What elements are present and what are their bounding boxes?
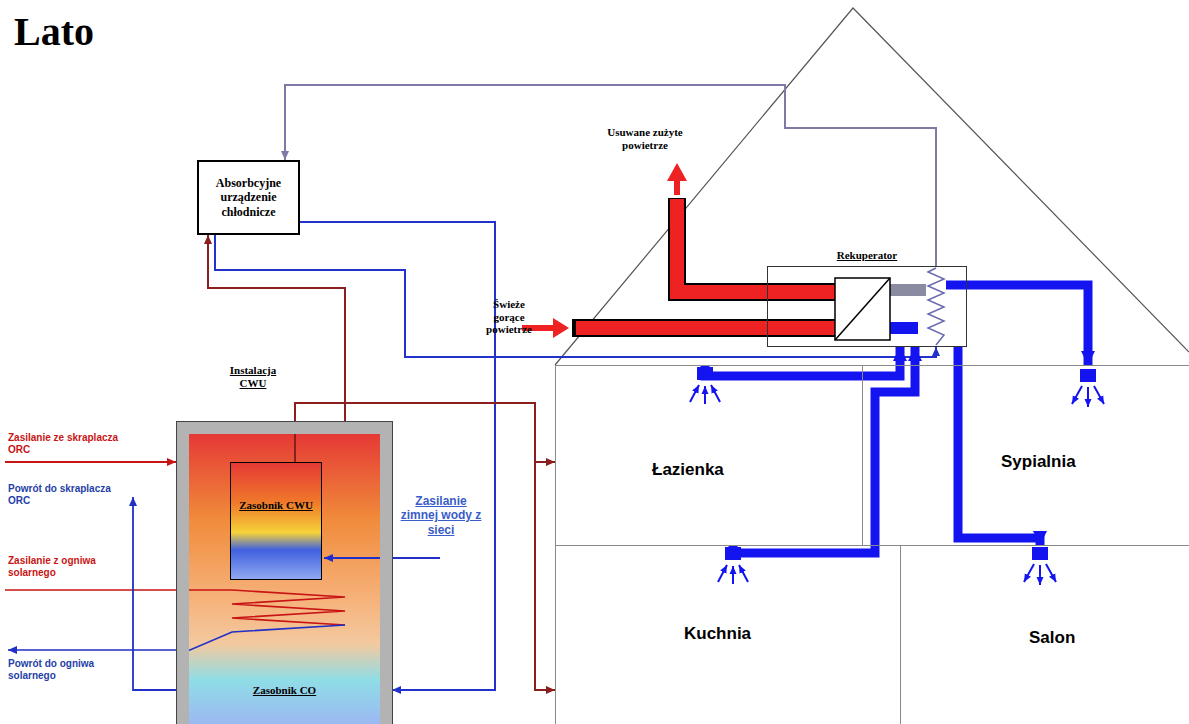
air-ducts-part [667, 163, 687, 181]
air-ducts [522, 163, 835, 338]
recuperator-label: Rekuperator [768, 249, 966, 261]
heating-pipe [208, 235, 345, 422]
hot-water-tank: Zasobnik CWU [230, 462, 322, 580]
house-roof-part [555, 8, 1189, 365]
air-label: Usuwane zużyte powietrze [590, 126, 700, 151]
pipe-label-holder: Zasilanie zimnej wody z sieci [398, 494, 484, 537]
air-label: Świeże gorące powietrze [478, 298, 540, 336]
orc-pipes [5, 462, 189, 690]
recuperator-internals-part [835, 278, 890, 340]
air-ducts-part [572, 319, 835, 337]
air-diffusers-part [718, 565, 727, 582]
solar-coil-part [5, 590, 345, 625]
room: Salon [900, 545, 1189, 724]
air-diffusers-part [1039, 565, 1041, 585]
recuperator-internals-part [890, 284, 926, 296]
air-diffusers-part [1087, 387, 1089, 407]
recuperator-internals-part [928, 268, 944, 345]
cooling-pipe [215, 235, 936, 357]
solar-coil [5, 590, 345, 650]
room-name: Łazienka [652, 460, 724, 480]
tank-label: Zasobnik CO [189, 684, 380, 696]
tank-label: Zasobnik CWU [231, 499, 321, 511]
installation-label-holder: Instalacja CWU [220, 364, 286, 389]
air-diffusers-part [1032, 547, 1048, 560]
pipe-label: Zasilanie ze skraplacza ORC [8, 432, 123, 456]
extract-duct [705, 347, 900, 376]
chiller-box: Absorbcyjne urządzenie chłodnicze [197, 160, 300, 235]
tank-fill-part [231, 463, 321, 579]
room: Kuchnia [555, 545, 901, 724]
air-diffusers-part [1080, 369, 1096, 382]
recuperator-box: Rekuperator [767, 266, 967, 347]
air-ducts-part [677, 199, 835, 292]
orc-pipes-part [5, 461, 176, 463]
air-diffusers-part [732, 566, 734, 584]
pipe-label: Zasilanie zimnej wody z sieci [398, 494, 484, 537]
room-name: Sypialnia [1001, 452, 1076, 472]
air-ducts-part [674, 180, 680, 195]
tank-fill-part [189, 434, 380, 724]
pipe-label-holder: Powrót do ogniwa solarnego [8, 658, 123, 682]
room-name: Salon [1029, 628, 1075, 648]
diagram-title: Lato [14, 8, 94, 55]
room: Łazienka [555, 365, 863, 546]
pipe-label-holder: Powrót do skraplacza ORC [8, 483, 123, 507]
pipe-label: Zasilanie z ogniwa solarnego [8, 555, 123, 579]
recuperator-internals-part [835, 278, 890, 340]
air-ducts-part [677, 198, 835, 292]
air-diffusers-part [711, 385, 720, 402]
air-diffusers-part [1046, 564, 1056, 582]
pipe-label: Powrót do ogniwa solarnego [8, 658, 123, 682]
return-pipe [300, 222, 495, 690]
chiller-label: Absorbcyjne urządzenie chłodnicze [203, 176, 294, 219]
air-diffusers-part [739, 565, 748, 582]
hot-water-pipe [295, 403, 555, 690]
air-ducts-part [576, 321, 835, 335]
air-diffusers-part [704, 386, 706, 404]
recuperator-internals [835, 268, 967, 345]
air-diffusers-part [1072, 386, 1082, 404]
tank-fill [189, 434, 380, 724]
air-diffusers-part [690, 385, 699, 402]
extract-duct [733, 347, 915, 553]
cooling-pipe [285, 85, 936, 266]
supply-duct [967, 285, 1088, 365]
air-ducts-part [553, 318, 569, 338]
recuperator-internals-part [946, 281, 967, 290]
supply-duct [958, 347, 1040, 545]
house-roof [555, 8, 1189, 365]
air-label-holder: Usuwane zużyte powietrze [590, 126, 700, 151]
room-name: Kuchnia [684, 624, 751, 644]
room: Sypialnia [862, 365, 1189, 546]
air-label-holder: Świeże gorące powietrze [478, 298, 540, 336]
pipe-label-holder: Zasilanie ze skraplacza ORC [8, 432, 123, 456]
air-diffusers-part [1024, 564, 1034, 582]
installation-label: Instalacja CWU [220, 364, 286, 389]
air-diffusers-part [1094, 386, 1104, 404]
buffer-tank: Zasobnik CO Zasobnik CWU [177, 422, 392, 724]
pipe-label: Powrót do skraplacza ORC [8, 483, 123, 507]
recuperator-internals-part [890, 322, 918, 334]
pipe-label-holder: Zasilanie z ogniwa solarnego [8, 555, 123, 579]
